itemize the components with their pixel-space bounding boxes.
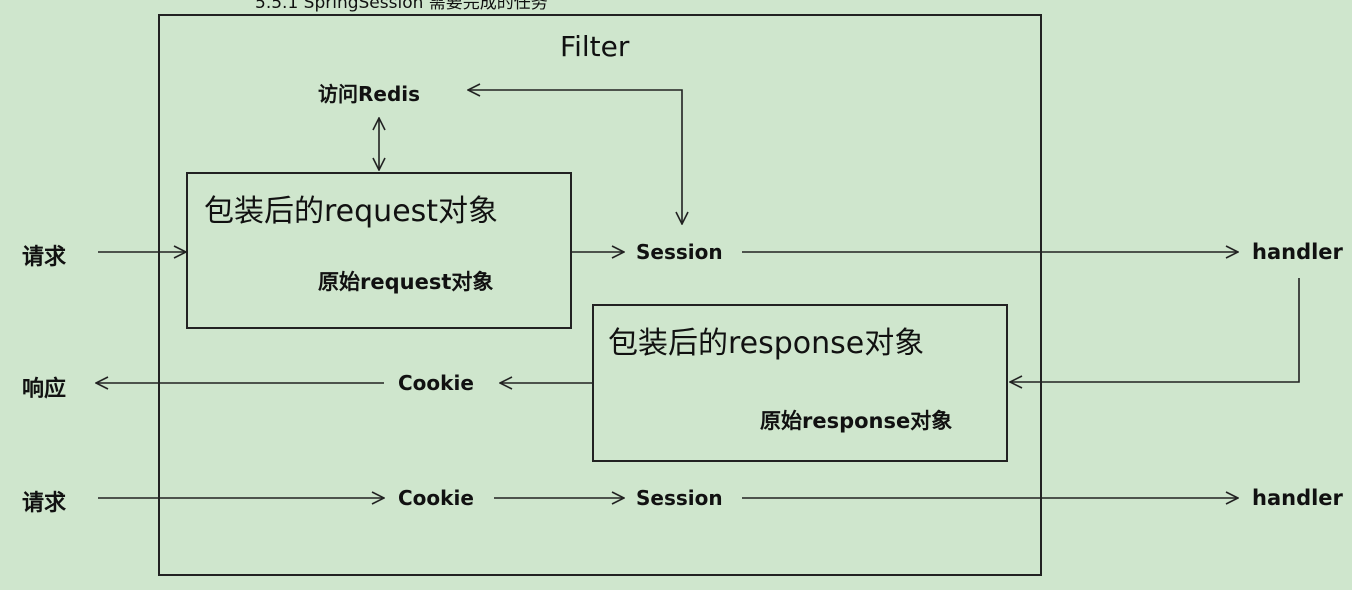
raw-request-label: 原始request对象 — [318, 270, 494, 294]
response-out: 响应 — [22, 377, 67, 402]
handler-node-top: handler — [1252, 240, 1343, 264]
wrapped-response-box — [592, 304, 1008, 462]
handler-node-bottom: handler — [1252, 486, 1343, 510]
wrapped-request-box — [186, 172, 572, 329]
cookie-node-mid: Cookie — [398, 371, 474, 395]
raw-response-label: 原始response对象 — [760, 409, 953, 433]
wrapped-request-label: 包装后的request对象 — [204, 194, 499, 229]
request-in-1: 请求 — [22, 245, 67, 270]
session-node-top: Session — [636, 240, 723, 264]
redis-node: 访问Redis — [318, 82, 421, 106]
cookie-node-bottom: Cookie — [398, 486, 474, 510]
section-heading: 5.5.1 SpringSession 需要完成的任务 — [255, 0, 548, 13]
filter-title: Filter — [560, 30, 630, 63]
arrow-handler-to-response — [1010, 278, 1300, 382]
request-in-2: 请求 — [22, 491, 67, 516]
session-node-bottom: Session — [636, 486, 723, 510]
wrapped-response-label: 包装后的response对象 — [608, 326, 925, 361]
